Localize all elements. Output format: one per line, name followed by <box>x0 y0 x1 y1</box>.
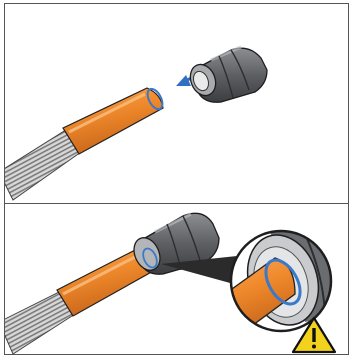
pipe-end-ring <box>146 87 164 111</box>
pipe-end-ring <box>142 247 158 269</box>
orange-pipe <box>62 87 164 155</box>
detail-leader <box>161 256 241 286</box>
step-panel-attached <box>4 203 349 355</box>
push-fit-connector <box>189 45 268 103</box>
warning-triangle-icon <box>291 316 337 354</box>
step-panel-detached <box>4 3 349 209</box>
insertion-ring-detail <box>264 258 302 306</box>
detail-magnifier <box>229 229 333 333</box>
